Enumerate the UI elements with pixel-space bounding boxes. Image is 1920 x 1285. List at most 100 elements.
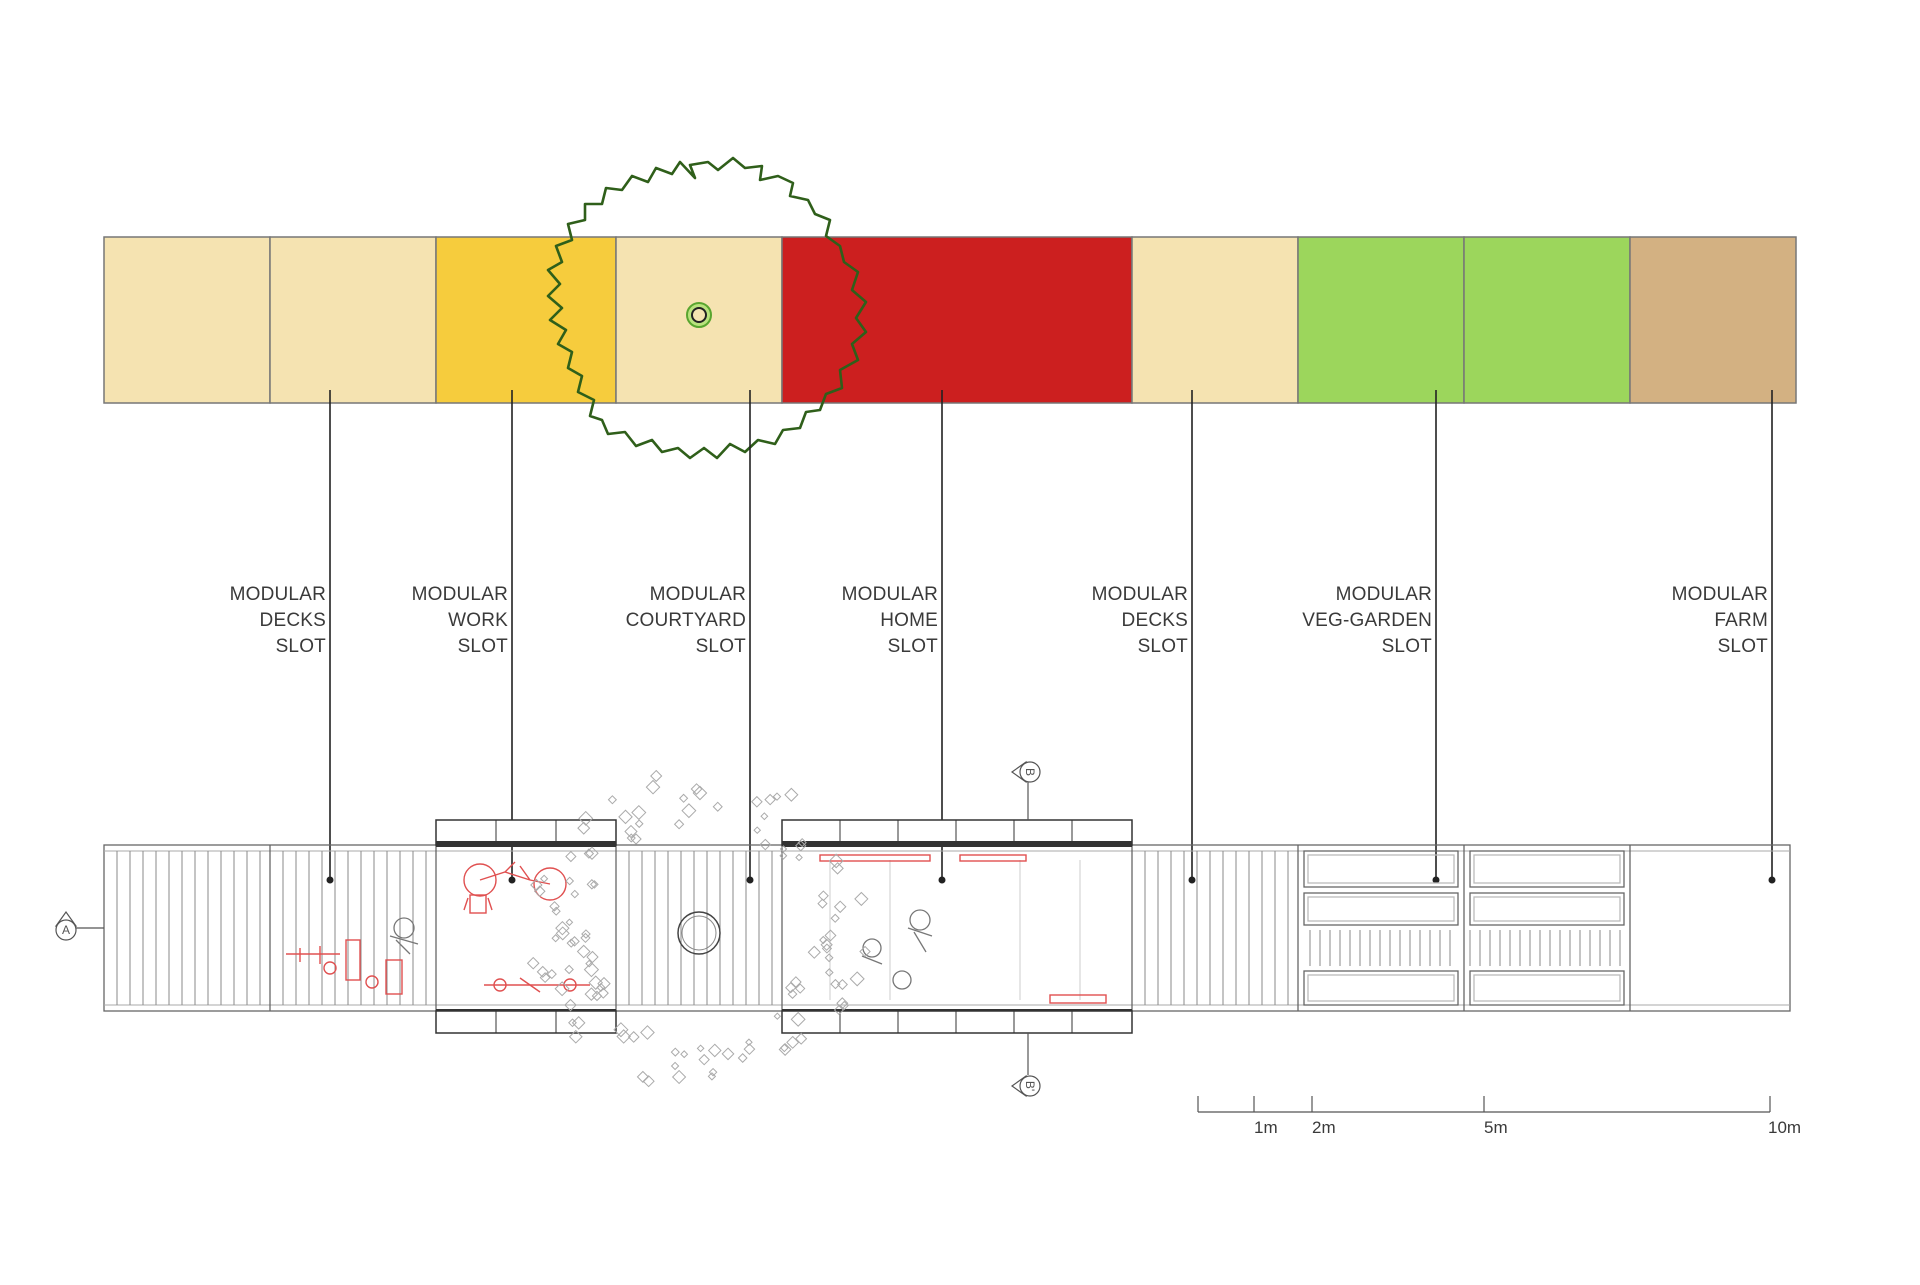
leader-dot-courtyard xyxy=(746,876,754,884)
leaf-mark xyxy=(578,810,594,826)
leaf-mark xyxy=(631,804,647,821)
person-icon-2 xyxy=(907,909,933,953)
leaf-mark xyxy=(751,795,763,808)
leaf-mark xyxy=(712,801,723,812)
leaf-mark xyxy=(591,990,603,1002)
leaf-mark xyxy=(585,846,599,860)
leaf-mark xyxy=(830,978,841,990)
leaf-mark xyxy=(795,853,803,862)
leaf-mark xyxy=(565,850,577,863)
section-marker-b-label: B xyxy=(1023,768,1037,776)
leaf-mark xyxy=(565,876,575,886)
leaf-mark xyxy=(645,779,661,795)
leaf-mark xyxy=(577,821,591,835)
label-farm-slot: MODULAR FARM SLOT xyxy=(1671,584,1768,657)
scale-bar xyxy=(1197,1096,1771,1113)
leaf-mark xyxy=(626,833,636,843)
tree-trunk-marker xyxy=(686,302,712,328)
label-work-slot: MODULAR WORK SLOT xyxy=(411,584,508,657)
leaf-mark xyxy=(807,945,821,959)
courtyard-tree-ring xyxy=(677,911,721,955)
plan-outline xyxy=(103,844,1791,1012)
leaf-mark xyxy=(681,803,697,819)
leaf-mark xyxy=(678,793,689,803)
leaf-mark xyxy=(831,862,844,875)
leaf-mark xyxy=(690,783,703,795)
leaf-mark xyxy=(549,901,560,912)
label-decks-slot-1: MODULAR DECKS SLOT xyxy=(229,584,326,657)
leader-dot-work xyxy=(508,876,516,884)
leaf-mark xyxy=(569,936,580,947)
leaf-mark xyxy=(708,1067,718,1077)
leaf-mark xyxy=(828,853,844,869)
leaf-mark xyxy=(745,1038,753,1047)
leaf-mark xyxy=(824,968,834,977)
label-decks-slot-2: MODULAR DECKS SLOT xyxy=(1091,584,1188,657)
leaf-mark xyxy=(680,1050,689,1059)
leaf-mark xyxy=(817,890,829,902)
leaf-mark xyxy=(824,953,834,963)
leaf-mark xyxy=(790,1011,806,1027)
leaf-mark xyxy=(634,819,644,829)
leaf-mark xyxy=(613,1022,629,1038)
picnic-table-icon xyxy=(286,939,403,995)
leaf-mark xyxy=(539,972,551,984)
leaf-mark xyxy=(607,795,618,805)
leaf-mark xyxy=(830,913,840,923)
leaf-mark xyxy=(670,1061,680,1071)
leaf-mark xyxy=(764,793,776,806)
leader-dot-decks-1 xyxy=(326,876,334,884)
veg-garden-path-slats xyxy=(1309,930,1621,966)
strip-cell-decks-1a xyxy=(103,236,271,404)
leader-dots xyxy=(326,876,1776,884)
leaf-mark xyxy=(554,981,570,997)
leaf-mark xyxy=(779,1043,789,1053)
scale-label-2m: 2m xyxy=(1312,1118,1336,1137)
leaf-mark xyxy=(673,819,685,830)
leaf-mark xyxy=(854,891,869,907)
red-figures xyxy=(286,854,1107,1004)
leader-dot-home xyxy=(938,876,946,884)
scale-label-5m: 5m xyxy=(1484,1118,1508,1137)
leaf-mark xyxy=(743,1043,756,1056)
strip-cell-farm xyxy=(1629,236,1797,404)
leaf-mark xyxy=(698,1053,710,1066)
leaf-mark xyxy=(642,1075,655,1088)
scale-label-1m: 1m xyxy=(1254,1118,1278,1137)
leaf-mark xyxy=(627,1031,640,1043)
deck-slats xyxy=(116,851,1289,1005)
leaf-mark xyxy=(787,989,798,999)
leaf-mark xyxy=(581,929,591,939)
leaf-mark xyxy=(670,1047,680,1057)
section-marker-b-prime-label: B' xyxy=(1023,1081,1037,1091)
leaf-mark xyxy=(566,938,576,948)
section-marker-b-prime: B' xyxy=(1010,1033,1041,1098)
leaf-mark xyxy=(696,1044,705,1053)
leaf-mark xyxy=(565,918,574,927)
leaf-mark xyxy=(530,878,543,892)
leaf-mark xyxy=(779,851,788,860)
leaf-mark xyxy=(551,906,561,916)
strip-cell-home xyxy=(781,236,1133,404)
leaf-mark xyxy=(650,769,663,783)
strip-cell-veg-garden-a xyxy=(1297,236,1465,404)
leaf-mark xyxy=(760,812,769,821)
leaf-mark xyxy=(624,824,638,839)
fallen-leaves xyxy=(526,769,871,1088)
leaf-mark xyxy=(707,1043,722,1058)
leaf-mark xyxy=(588,975,604,990)
strip-cell-work xyxy=(435,236,617,404)
leaf-mark xyxy=(786,1035,800,1049)
leaf-mark xyxy=(551,934,560,943)
leaf-mark xyxy=(546,969,557,980)
leaf-mark xyxy=(824,929,837,942)
label-courtyard-slot: MODULAR COURTYARD SLOT xyxy=(625,584,746,657)
label-veg-garden-slot: MODULAR VEG-GARDEN SLOT xyxy=(1302,584,1432,657)
leaf-mark xyxy=(795,1032,808,1045)
leaf-mark xyxy=(576,944,591,959)
person-icon xyxy=(389,917,419,955)
leaf-mark xyxy=(773,1012,782,1020)
leaf-mark xyxy=(596,982,606,992)
